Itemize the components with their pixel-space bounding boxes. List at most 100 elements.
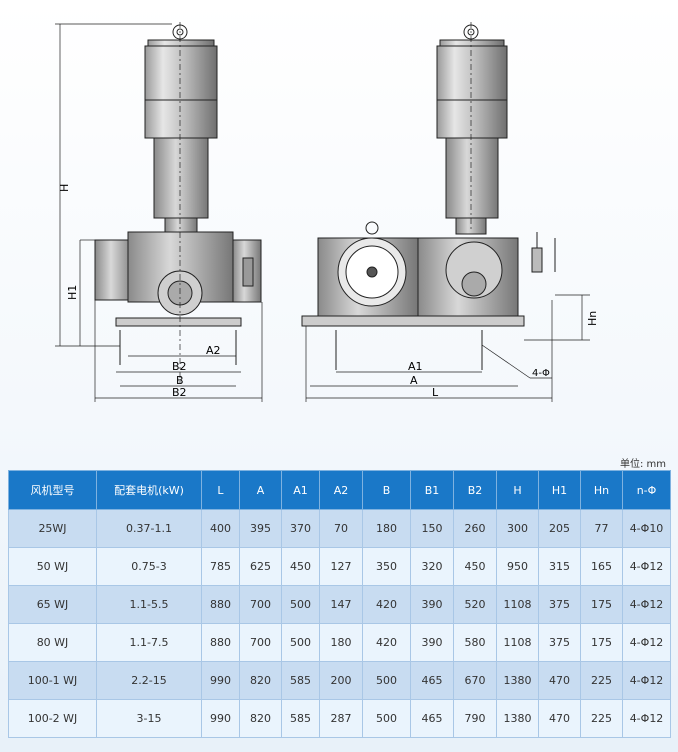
- dim-label-B2-lower: B2: [172, 386, 187, 399]
- header-B2: B2: [453, 470, 497, 510]
- table-cell: 80 WJ: [8, 623, 97, 662]
- table-cell: 165: [580, 547, 623, 586]
- table-cell: 465: [410, 661, 454, 700]
- table-cell: 700: [239, 585, 282, 624]
- table-cell: 4-Φ12: [622, 585, 671, 624]
- table-row: 100-2 WJ 3-15 990 820 585 287 500 465 79…: [8, 699, 671, 738]
- table-cell: 50 WJ: [8, 547, 97, 586]
- table-cell: 390: [410, 623, 454, 662]
- table-cell: 1.1-7.5: [96, 623, 202, 662]
- spec-table: 风机型号 配套电机(kW) L A A1 A2 B B1 B2 H H1 Hn …: [8, 470, 671, 738]
- table-cell: 4-Φ12: [622, 623, 671, 662]
- table-cell: 77: [580, 509, 623, 548]
- dim-label-nphi: 4-Φ: [532, 368, 550, 379]
- table-cell: 395: [239, 509, 282, 548]
- relief-valve: [531, 247, 543, 273]
- table-cell: 1380: [496, 661, 539, 700]
- table-cell: 820: [239, 661, 282, 700]
- dim-label-A2: A2: [206, 344, 221, 357]
- table-cell: 1.1-5.5: [96, 585, 202, 624]
- table-cell: 2.2-15: [96, 661, 202, 700]
- table-cell: 100-1 WJ: [8, 661, 97, 700]
- table-row: 80 WJ 1.1-7.5 880 700 500 180 420 390 58…: [8, 623, 671, 662]
- table-cell: 880: [201, 585, 240, 624]
- table-row: 50 WJ 0.75-3 785 625 450 127 350 320 450…: [8, 547, 671, 586]
- table-cell: 880: [201, 623, 240, 662]
- table-cell: 790: [453, 699, 497, 738]
- table-cell: 0.75-3: [96, 547, 202, 586]
- table-cell: 465: [410, 699, 454, 738]
- dim-label-B2-upper: B2: [172, 360, 187, 373]
- table-cell: 450: [453, 547, 497, 586]
- dim-label-A: A: [410, 374, 418, 387]
- table-cell: 3-15: [96, 699, 202, 738]
- dim-label-L: L: [432, 386, 439, 399]
- side-view-dimensions: [305, 294, 590, 402]
- table-cell: 175: [580, 585, 623, 624]
- table-cell: 25WJ: [8, 509, 97, 548]
- header-L: L: [201, 470, 240, 510]
- table-cell: 225: [580, 699, 623, 738]
- table-cell: 390: [410, 585, 454, 624]
- table-cell: 1380: [496, 699, 539, 738]
- table-row: 100-1 WJ 2.2-15 990 820 585 200 500 465 …: [8, 661, 671, 700]
- table-cell: 175: [580, 623, 623, 662]
- table-cell: 350: [362, 547, 411, 586]
- header-B: B: [362, 470, 411, 510]
- header-motor: 配套电机(kW): [96, 470, 202, 510]
- table-cell: 225: [580, 661, 623, 700]
- table-cell: 500: [281, 585, 320, 624]
- table-cell: 315: [538, 547, 581, 586]
- header-A: A: [239, 470, 282, 510]
- table-cell: 370: [281, 509, 320, 548]
- table-cell: 470: [538, 661, 581, 700]
- table-cell: 127: [319, 547, 363, 586]
- table-cell: 4-Φ12: [622, 699, 671, 738]
- table-cell: 200: [319, 661, 363, 700]
- table-cell: 320: [410, 547, 454, 586]
- table-cell: 990: [201, 661, 240, 700]
- table-cell: 1108: [496, 585, 539, 624]
- table-cell: 950: [496, 547, 539, 586]
- table-cell: 520: [453, 585, 497, 624]
- table-cell: 500: [362, 661, 411, 700]
- header-H: H: [496, 470, 539, 510]
- table-cell: 990: [201, 699, 240, 738]
- table-cell: 65 WJ: [8, 585, 97, 624]
- table-cell: 785: [201, 547, 240, 586]
- table-cell: 500: [281, 623, 320, 662]
- motor: [144, 45, 218, 139]
- table-cell: 4-Φ12: [622, 547, 671, 586]
- front-view-dimensions: [55, 23, 263, 402]
- table-cell: 300: [496, 509, 539, 548]
- table-cell: 287: [319, 699, 363, 738]
- table-cell: 400: [201, 509, 240, 548]
- header-B1: B1: [410, 470, 454, 510]
- table-cell: 100-2 WJ: [8, 699, 97, 738]
- table-row: 25WJ 0.37-1.1 400 395 370 70 180 150 260…: [8, 509, 671, 548]
- table-cell: 585: [281, 661, 320, 700]
- dim-label-H1: H1: [66, 285, 79, 300]
- table-header-row: 风机型号 配套电机(kW) L A A1 A2 B B1 B2 H H1 Hn …: [8, 470, 671, 510]
- table-cell: 700: [239, 623, 282, 662]
- table-cell: 625: [239, 547, 282, 586]
- header-model: 风机型号: [8, 470, 97, 510]
- table-cell: 820: [239, 699, 282, 738]
- table-cell: 4-Φ10: [622, 509, 671, 548]
- table-cell: 375: [538, 623, 581, 662]
- table-cell: 580: [453, 623, 497, 662]
- table-cell: 0.37-1.1: [96, 509, 202, 548]
- side-view: [301, 22, 556, 370]
- table-cell: 670: [453, 661, 497, 700]
- table-cell: 420: [362, 623, 411, 662]
- blower-dimension-drawing: H H1 A2 B2 B B2: [55, 22, 599, 402]
- dim-label-B: B: [176, 374, 184, 387]
- table-cell: 180: [319, 623, 363, 662]
- table-cell: 205: [538, 509, 581, 548]
- table-cell: 1108: [496, 623, 539, 662]
- table-cell: 585: [281, 699, 320, 738]
- table-cell: 260: [453, 509, 497, 548]
- table-cell: 450: [281, 547, 320, 586]
- table-row: 65 WJ 1.1-5.5 880 700 500 147 420 390 52…: [8, 585, 671, 624]
- table-cell: 70: [319, 509, 363, 548]
